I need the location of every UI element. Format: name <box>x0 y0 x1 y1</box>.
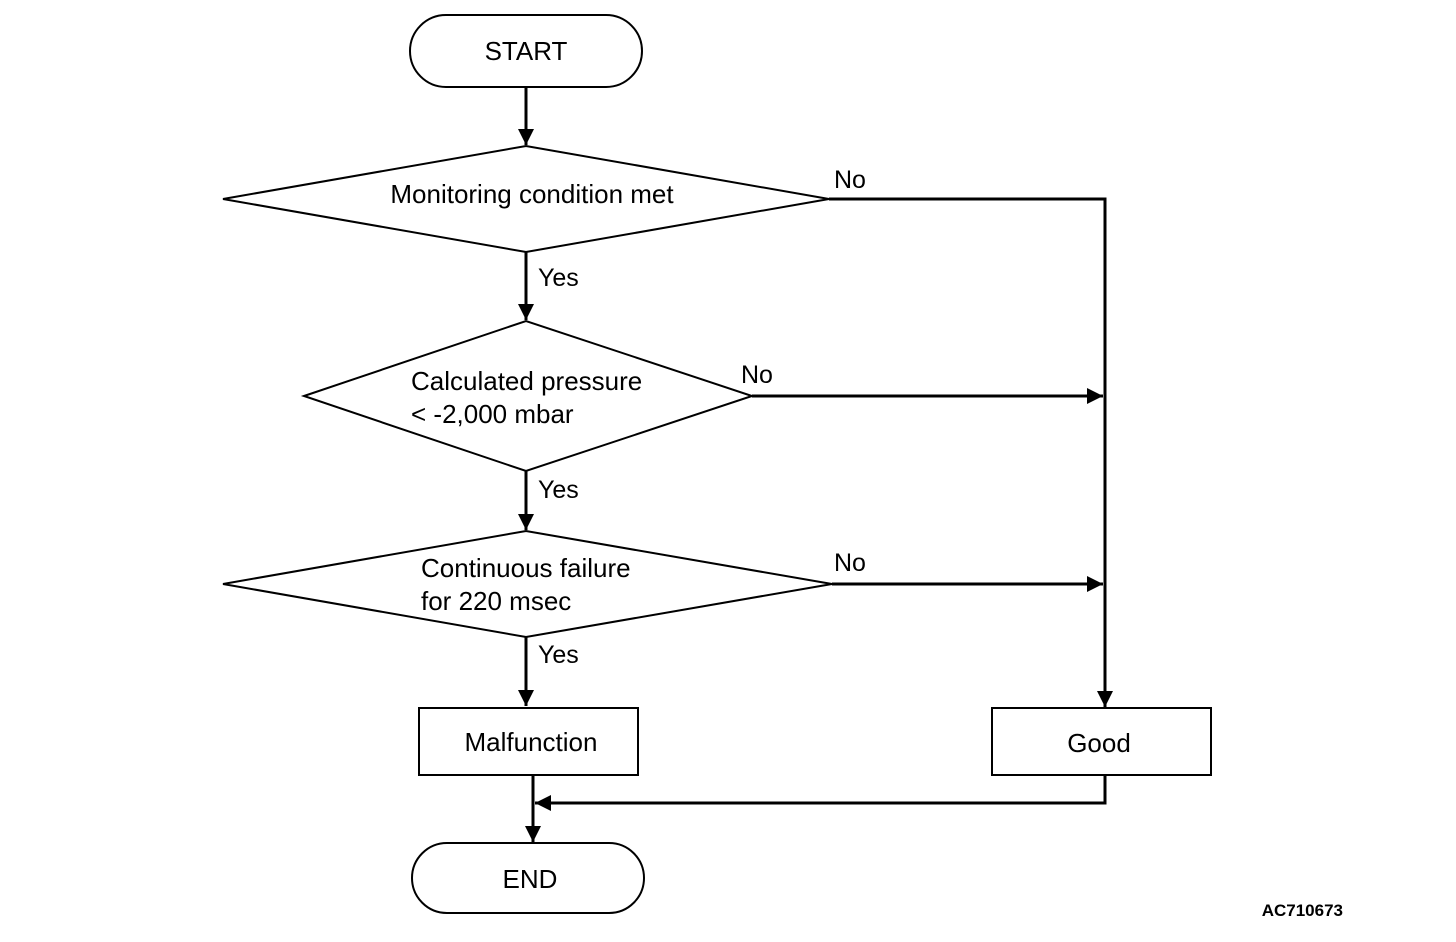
start-label: START <box>485 36 568 66</box>
end-terminal: END <box>411 842 645 914</box>
continuous-yes-label: Yes <box>538 641 579 669</box>
decision-pressure: Calculated pressure < -2,000 mbar <box>300 319 756 473</box>
decision-monitoring: Monitoring condition met <box>222 144 830 254</box>
decision-pressure-label-line1: Calculated pressure <box>411 366 642 396</box>
edge-monitoring-no <box>829 197 1113 707</box>
start-terminal: START <box>409 14 643 88</box>
good-label: Good <box>1067 728 1131 758</box>
pressure-no-label: No <box>741 361 773 389</box>
end-label: END <box>503 864 558 894</box>
good-box: Good <box>991 707 1212 776</box>
decision-continuous-label-line1: Continuous failure <box>421 553 631 583</box>
edge-good-to-merge <box>535 775 1107 811</box>
decision-monitoring-label: Monitoring condition met <box>390 179 674 209</box>
pressure-yes-label: Yes <box>538 476 579 504</box>
monitoring-yes-label: Yes <box>538 264 579 292</box>
continuous-no-label: No <box>834 549 866 577</box>
malfunction-label: Malfunction <box>465 727 598 757</box>
decision-pressure-label-line2: < -2,000 mbar <box>411 399 574 429</box>
monitoring-no-label: No <box>834 166 866 194</box>
figure-code: AC710673 <box>1262 901 1343 920</box>
decision-continuous: Continuous failure for 220 msec <box>222 529 833 639</box>
malfunction-box: Malfunction <box>418 707 639 776</box>
decision-continuous-label-line2: for 220 msec <box>421 586 571 616</box>
